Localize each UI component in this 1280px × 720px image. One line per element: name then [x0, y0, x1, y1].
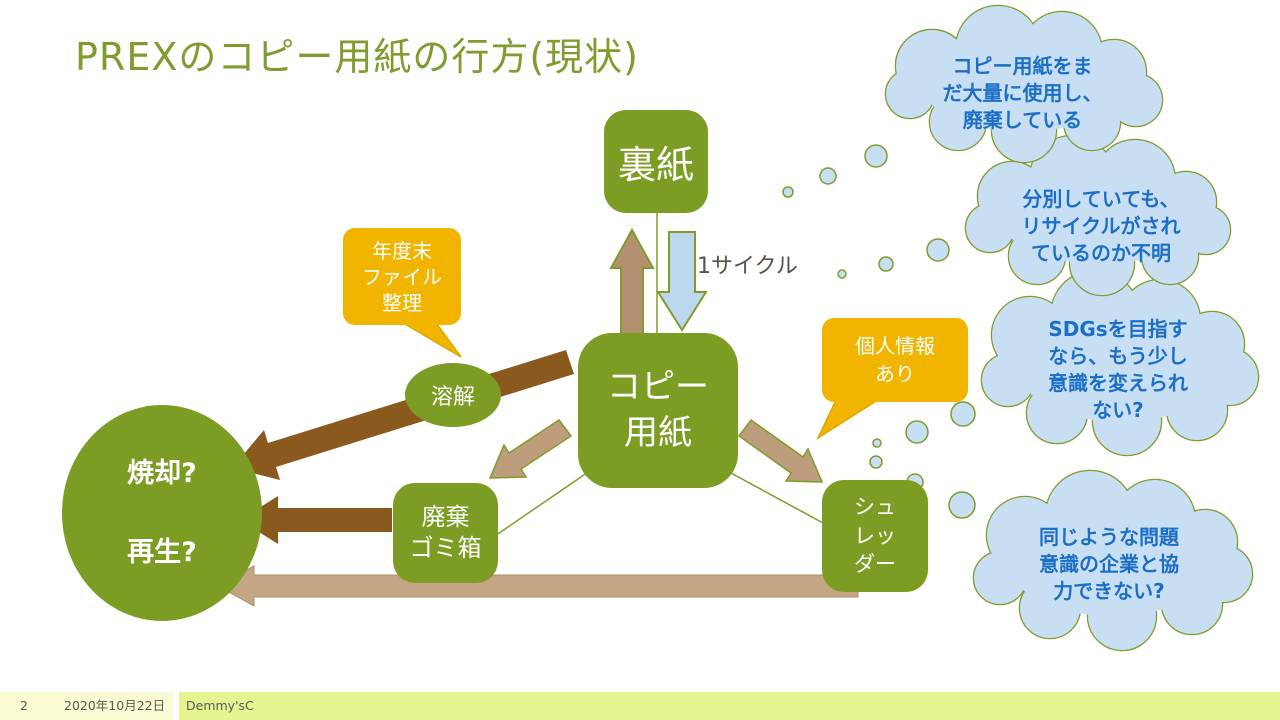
backing-paper-node: 裏紙 — [604, 110, 708, 213]
arrow-copy-to-wastebin — [488, 418, 573, 479]
waste-bin-label: 廃棄 ゴミ箱 — [409, 502, 482, 562]
incinerate-recycle-label: 焼却? 再生? — [127, 458, 197, 568]
footer-bar-right — [179, 692, 1280, 720]
dissolve-ellipse: 溶解 — [405, 363, 501, 427]
incinerate-recycle-ellipse: 焼却? 再生? — [62, 405, 262, 621]
personal-info-callout: 個人情報 あり — [822, 318, 968, 402]
copy-paper-label: コピー 用紙 — [607, 366, 709, 453]
shredder-node: シュ レッ ダー — [822, 480, 928, 592]
footer-author: Demmy'sC — [186, 698, 254, 713]
personal-info-callout-label: 個人情報 あり — [855, 334, 935, 386]
connector-copy-shredder — [717, 465, 837, 531]
dissolve-label: 溶解 — [430, 385, 475, 410]
year-end-callout-tail — [395, 319, 462, 358]
arrow-wastebin-to-fate — [240, 496, 392, 544]
footer-date: 2020年10月22日 — [64, 698, 166, 713]
backing-paper-label: 裏紙 — [617, 143, 694, 187]
arrow-up-recycle — [609, 227, 655, 347]
cloud-recycle-unknown-text: 分別していても、 リサイクルがされ ているのか不明 — [1021, 187, 1181, 265]
personal-info-callout-tail — [816, 395, 887, 441]
cloud-shape-recycle-unknown — [964, 134, 1232, 297]
shredder-label: シュ レッ ダー — [854, 495, 896, 577]
arrow-shredder-to-fate — [216, 565, 859, 607]
connector-copy-wastebin — [488, 465, 598, 541]
year-end-callout-label: 年度末 ファイル 整理 — [362, 238, 442, 315]
arrow-down-cycle — [656, 231, 708, 332]
cloud-shape-large-usage — [884, 4, 1164, 164]
cloud-shape-sdgs — [980, 269, 1260, 457]
footer-bar-left — [0, 692, 173, 720]
waste-bin-node: 廃棄 ゴミ箱 — [393, 483, 498, 583]
cloud-cooperate-text: 同じような問題 意識の企業と協 力できない? — [1039, 525, 1179, 603]
arrow-copy-to-shredder — [737, 418, 824, 483]
slide-title: PREXのコピー用紙の行方(現状) — [75, 35, 640, 79]
copy-paper-node: コピー 用紙 — [578, 333, 738, 488]
cycle-label: 1サイクル — [697, 254, 798, 279]
year-end-callout: 年度末 ファイル 整理 — [343, 228, 461, 325]
page-number: 2 — [20, 698, 28, 713]
cloud-large-usage-text: コピー用紙をま だ大量に使用し、 廃棄している — [942, 54, 1103, 132]
cloud-shape-cooperate — [972, 469, 1254, 652]
cloud-sdgs-text: SDGsを目指す なら、もう少し 意識を変えられ ない? — [1048, 317, 1188, 422]
